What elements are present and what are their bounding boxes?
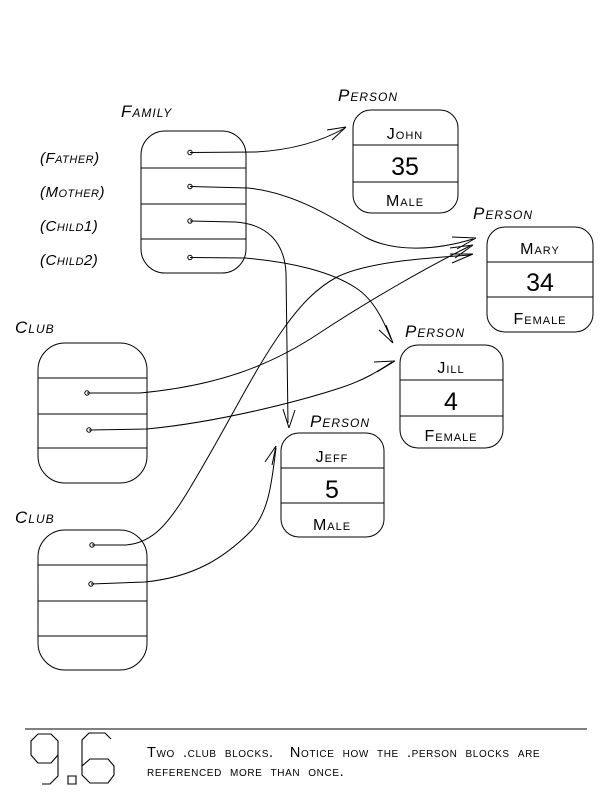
family-block-dividers bbox=[141, 167, 246, 240]
field-label-father: (Father) bbox=[40, 150, 100, 167]
arrow-child2-to-jill-head bbox=[378, 324, 394, 344]
arrow-club1-to-jill-head bbox=[373, 360, 396, 373]
club-label-2: Club bbox=[15, 508, 55, 527]
person-block-mary bbox=[486, 226, 594, 333]
arrow-club1-to-jill bbox=[88, 361, 393, 431]
arrow-club2-to-mary bbox=[92, 254, 472, 546]
person-block-jeff bbox=[280, 432, 385, 538]
jill-age: 4 bbox=[444, 388, 458, 416]
jill-name: Jill bbox=[437, 360, 464, 377]
person-block-john-dividers bbox=[353, 144, 458, 183]
mary-name: Mary bbox=[520, 241, 560, 258]
person-label-jill: Person bbox=[405, 322, 465, 341]
jeff-age: 5 bbox=[325, 476, 339, 504]
jeff-name: Jeff bbox=[316, 449, 349, 466]
club-label-1: Club bbox=[15, 318, 55, 337]
arrow-child1-to-jeff-head bbox=[282, 408, 296, 429]
family-block bbox=[140, 130, 247, 274]
club-block-2-dividers bbox=[38, 564, 147, 637]
john-age: 35 bbox=[391, 153, 419, 181]
figure-caption-line2: referenced more than once. bbox=[147, 764, 344, 780]
club-block-2 bbox=[37, 529, 148, 671]
arrow-mother-to-mary bbox=[189, 186, 474, 249]
family-label: Family bbox=[121, 102, 172, 121]
person-block-mary-dividers bbox=[487, 261, 593, 298]
john-name: John bbox=[387, 126, 423, 143]
person-label-mary: Person bbox=[473, 204, 533, 223]
arrow-club2-to-jeff-head bbox=[264, 445, 277, 466]
club-block-1 bbox=[37, 342, 148, 484]
arrow-club2-to-jeff bbox=[90, 447, 277, 585]
arrow-club1-to-mary bbox=[87, 245, 471, 394]
field-label-child1: (Child1) bbox=[40, 218, 98, 235]
person-block-jeff-dividers bbox=[281, 467, 384, 504]
jill-sex: Female bbox=[424, 428, 477, 445]
arrow-father-to-john bbox=[189, 127, 346, 153]
field-label-child2: (Child2) bbox=[40, 252, 98, 269]
figure-number bbox=[30, 732, 115, 785]
jeff-sex: Male bbox=[313, 517, 351, 534]
person-block-john bbox=[352, 109, 459, 214]
mary-sex: Female bbox=[513, 311, 566, 328]
person-block-jill bbox=[399, 344, 504, 449]
figure-number-glyph bbox=[81, 732, 115, 784]
figure-number-glyph bbox=[30, 733, 59, 785]
person-block-jill-dividers bbox=[400, 379, 503, 417]
person-label-jeff: Person bbox=[310, 412, 370, 431]
arrow-child1-to-jeff bbox=[189, 220, 289, 424]
arrow-club2-to-mary-head bbox=[450, 253, 474, 264]
field-label-mother: (Mother) bbox=[40, 184, 105, 201]
arrow-child2-to-jill bbox=[189, 257, 392, 340]
pointer-dots bbox=[84, 149, 193, 587]
person-label-john: Person bbox=[338, 86, 398, 105]
pointer-arrows bbox=[87, 126, 477, 585]
john-sex: Male bbox=[386, 193, 424, 210]
club-block-1-dividers bbox=[38, 377, 147, 449]
arrow-father-to-john-head bbox=[326, 126, 347, 141]
figure-caption-line1: Two .club blocks. Notice how the .person… bbox=[147, 745, 540, 761]
figure-number-glyph bbox=[67, 775, 77, 785]
mary-age: 34 bbox=[526, 269, 554, 297]
